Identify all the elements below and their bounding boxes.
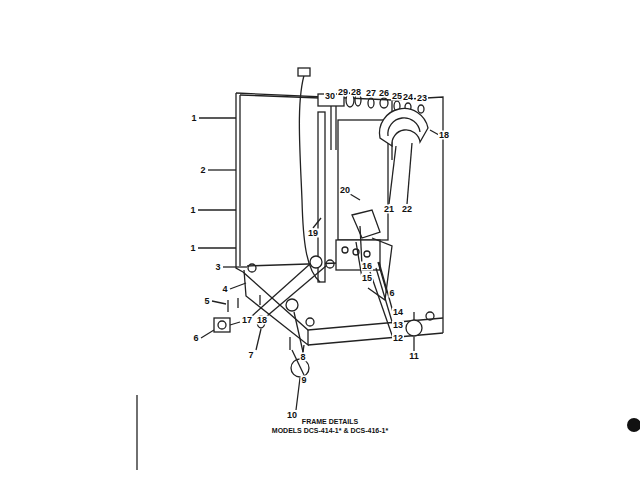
callout-number: 18 [256, 316, 268, 325]
callout-number: 2 [199, 166, 206, 175]
callout-number: 10 [286, 411, 298, 420]
callout-number: 21 [383, 205, 395, 214]
callout-number: 1 [190, 114, 197, 123]
model-caption: MODELS DCS-414-1* & DCS-416-1* [272, 427, 388, 434]
callout-number: 12 [392, 334, 404, 343]
callout-number: 1 [189, 206, 196, 215]
callout-number: 19 [307, 229, 319, 238]
callout-number: 26 [378, 89, 390, 98]
callout-number: 17 [241, 316, 253, 325]
callout-number: 16 [361, 262, 373, 271]
callout-number: 3 [214, 263, 221, 272]
callout-number: 14 [392, 308, 404, 317]
diagram-title: FRAME DETAILS [302, 418, 358, 425]
callout-number: 23 [416, 94, 428, 103]
callout-number: 24 [402, 93, 414, 102]
callout-number: 4 [221, 285, 228, 294]
callout-number: 28 [350, 88, 362, 97]
callout-number: 18 [438, 131, 450, 140]
callout-number: 6 [388, 289, 395, 298]
callout-number: 13 [392, 321, 404, 330]
callout-number: 30 [324, 92, 336, 101]
callout-number: 22 [401, 205, 413, 214]
callout-number: 15 [361, 274, 373, 283]
callout-number: 8 [299, 353, 306, 362]
callout-number: 9 [300, 376, 307, 385]
callout-number: 20 [339, 186, 351, 195]
callout-number: 29 [337, 88, 349, 97]
callout-number: 27 [365, 89, 377, 98]
callout-number: 1 [189, 244, 196, 253]
callout-number: 5 [203, 297, 210, 306]
callout-number: 6 [192, 334, 199, 343]
callout-number: 7 [247, 351, 254, 360]
callout-number: 11 [408, 352, 420, 361]
